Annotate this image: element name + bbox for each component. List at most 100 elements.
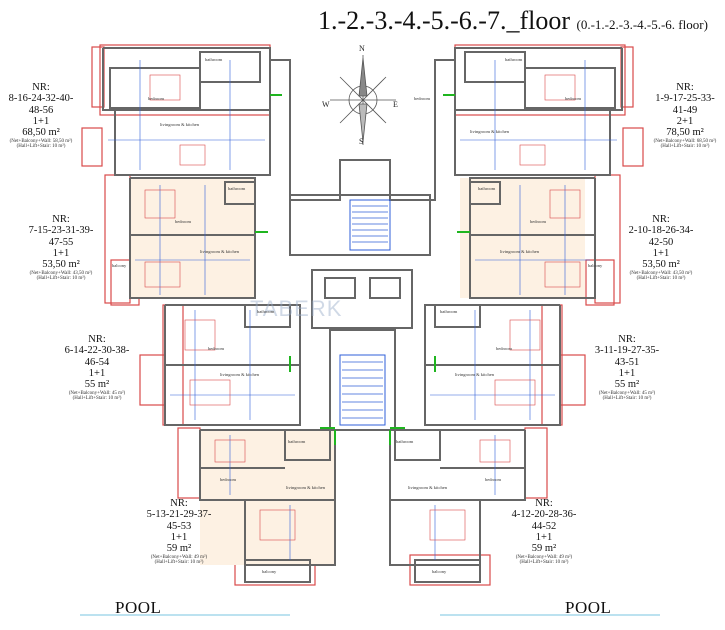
unit-type: 1+1 [88,367,106,379]
room-bedroom: bedroom [175,219,191,224]
unit-info-4: NR: 4-12-20-28-36- 44-52 1+1 59 m² (Net+… [505,498,583,565]
unit-note-net: (Net+Balcony+Wall: 49 m²) [150,554,208,560]
unit-type: 1+1 [535,531,553,543]
unit-note-hall: (Hall+Lift+Stair: 10 m²) [519,560,569,566]
unit-ids: 8-16-24-32-40- [8,93,74,105]
room-bathroom: bathroom [288,439,306,444]
room-bathroom: bathroom [205,57,223,62]
unit-nr-label: NR: [676,82,694,93]
room-bathroom: bathroom [257,309,275,314]
compass-s: S [359,137,364,146]
unit-nr-label: NR: [535,498,553,509]
title-sub: (0.-1.-2.-3.-4.-5.-6. floor) [576,17,708,32]
unit-type: 1+1 [52,247,70,259]
unit-ids-cont: 46-54 [84,356,110,368]
unit-area: 53,50 m² [42,259,80,271]
compass-rose [330,55,396,145]
highlight-unit-2 [460,178,585,298]
room-living: livingroom & kitchen [160,122,199,127]
unit-note-net: (Net+Balcony+Wall: 49 m²) [515,554,573,560]
unit-note-hall: (Hall+Lift+Stair: 10 m²) [16,144,66,150]
room-bedroom: bedroom [220,477,236,482]
unit-area: 55 m² [614,379,640,391]
room-bedroom: bedroom [208,346,224,351]
highlight-unit-7 [130,178,255,298]
room-bathroom: bathroom [505,57,523,62]
compass-e: E [393,100,398,109]
stairs [342,205,388,419]
room-balcony: balcony [262,569,277,574]
unit-type: 2+1 [676,115,694,127]
room-bathroom: bathroom [228,186,246,191]
doors [255,94,470,445]
unit-type: 1+1 [618,367,636,379]
unit-ids-cont: 42-50 [648,236,674,248]
room-living: livingroom & kitchen [408,485,447,490]
room-living: livingroom & kitchen [200,249,239,254]
unit-note-hall: (Hall+Lift+Stair: 10 m²) [154,560,204,566]
room-living: livingroom & kitchen [220,372,259,377]
unit-ids: 6-14-22-30-38- [64,345,130,357]
unit-note-hall: (Hall+Lift+Stair: 10 m²) [636,276,686,282]
room-living: livingroom & kitchen [286,485,325,490]
unit-ids-cont: 43-51 [614,356,640,368]
unit-ids-cont: 47-55 [48,236,74,248]
unit-ids-cont: 41-49 [672,104,698,116]
unit-type: 1+1 [32,115,50,127]
unit-info-7: NR: 7-15-23-31-39- 47-55 1+1 53,50 m² (N… [22,214,100,281]
unit-note-net: (Net+Balcony+Wall: 43,50 m²) [29,270,93,276]
unit-ids: 5-13-21-29-37- [146,509,212,521]
unit-area: 55 m² [84,379,110,391]
room-living: livingroom & kitchen [455,372,494,377]
unit-area: 78,50 m² [666,127,704,139]
unit-nr-label: NR: [52,214,70,225]
room-bathroom: bathroom [478,186,496,191]
unit-ids-cont: 44-52 [531,520,557,532]
right-walls [389,47,623,583]
room-bathroom: bathroom [396,439,414,444]
room-bedroom: bedroom [414,96,430,101]
unit-ids: 4-12-20-28-36- [511,509,577,521]
furniture-lines [108,60,617,560]
unit-note-hall: (Hall+Lift+Stair: 10 m²) [660,144,710,150]
unit-info-2: NR: 2-10-18-26-34- 42-50 1+1 53,50 m² (N… [622,214,700,281]
room-bedroom: bedroom [565,96,581,101]
room-bedroom: bedroom [148,96,164,101]
unit-note-net: (Net+Balcony+Wall: 45 m²) [68,390,126,396]
room-bedroom: bedroom [485,477,501,482]
highlight-unit-5 [200,430,335,565]
unit-type: 1+1 [652,247,670,259]
compass-n: N [359,44,365,53]
unit-note-hall: (Hall+Lift+Stair: 10 m²) [602,396,652,402]
unit-ids-cont: 48-56 [28,104,54,116]
room-balcony: balcony [588,263,603,268]
unit-info-3: NR: 3-11-19-27-35- 43-51 1+1 55 m² (Net+… [588,334,666,401]
unit-nr-label: NR: [170,498,188,509]
unit-info-5: NR: 5-13-21-29-37- 45-53 1+1 59 m² (Net+… [140,498,218,565]
unit-nr-label: NR: [652,214,670,225]
watermark: TABERK [250,296,343,321]
room-balcony: balcony [112,263,127,268]
unit-area: 59 m² [531,543,557,555]
unit-ids: 7-15-23-31-39- [28,225,94,237]
unit-ids: 1-9-17-25-33- [655,93,715,105]
unit-area: 68,50 m² [22,127,60,139]
left-walls [102,47,336,583]
room-bedroom: bedroom [530,219,546,224]
compass-w: W [322,100,330,109]
unit-info-8: NR: 8-16-24-32-40- 48-56 1+1 68,50 m² (N… [2,82,80,149]
page-title: 1.-2.-3.-4.-5.-6.-7._floor (0.-1.-2.-3.-… [318,6,708,36]
pool-label-left: POOL [115,598,162,617]
room-balcony: balcony [432,569,447,574]
unit-nr-label: NR: [88,334,106,345]
unit-nr-label: NR: [32,82,50,93]
unit-area: 59 m² [166,543,192,555]
unit-info-6: NR: 6-14-22-30-38- 46-54 1+1 55 m² (Net+… [58,334,136,401]
unit-ids: 3-11-19-27-35- [594,345,660,357]
unit-nr-label: NR: [618,334,636,345]
room-living: livingroom & kitchen [470,129,509,134]
title-main: 1.-2.-3.-4.-5.-6.-7._floor [318,6,570,35]
unit-note-net: (Net+Balcony+Wall: 58,50 m²) [9,138,73,144]
unit-type: 1+1 [170,531,188,543]
